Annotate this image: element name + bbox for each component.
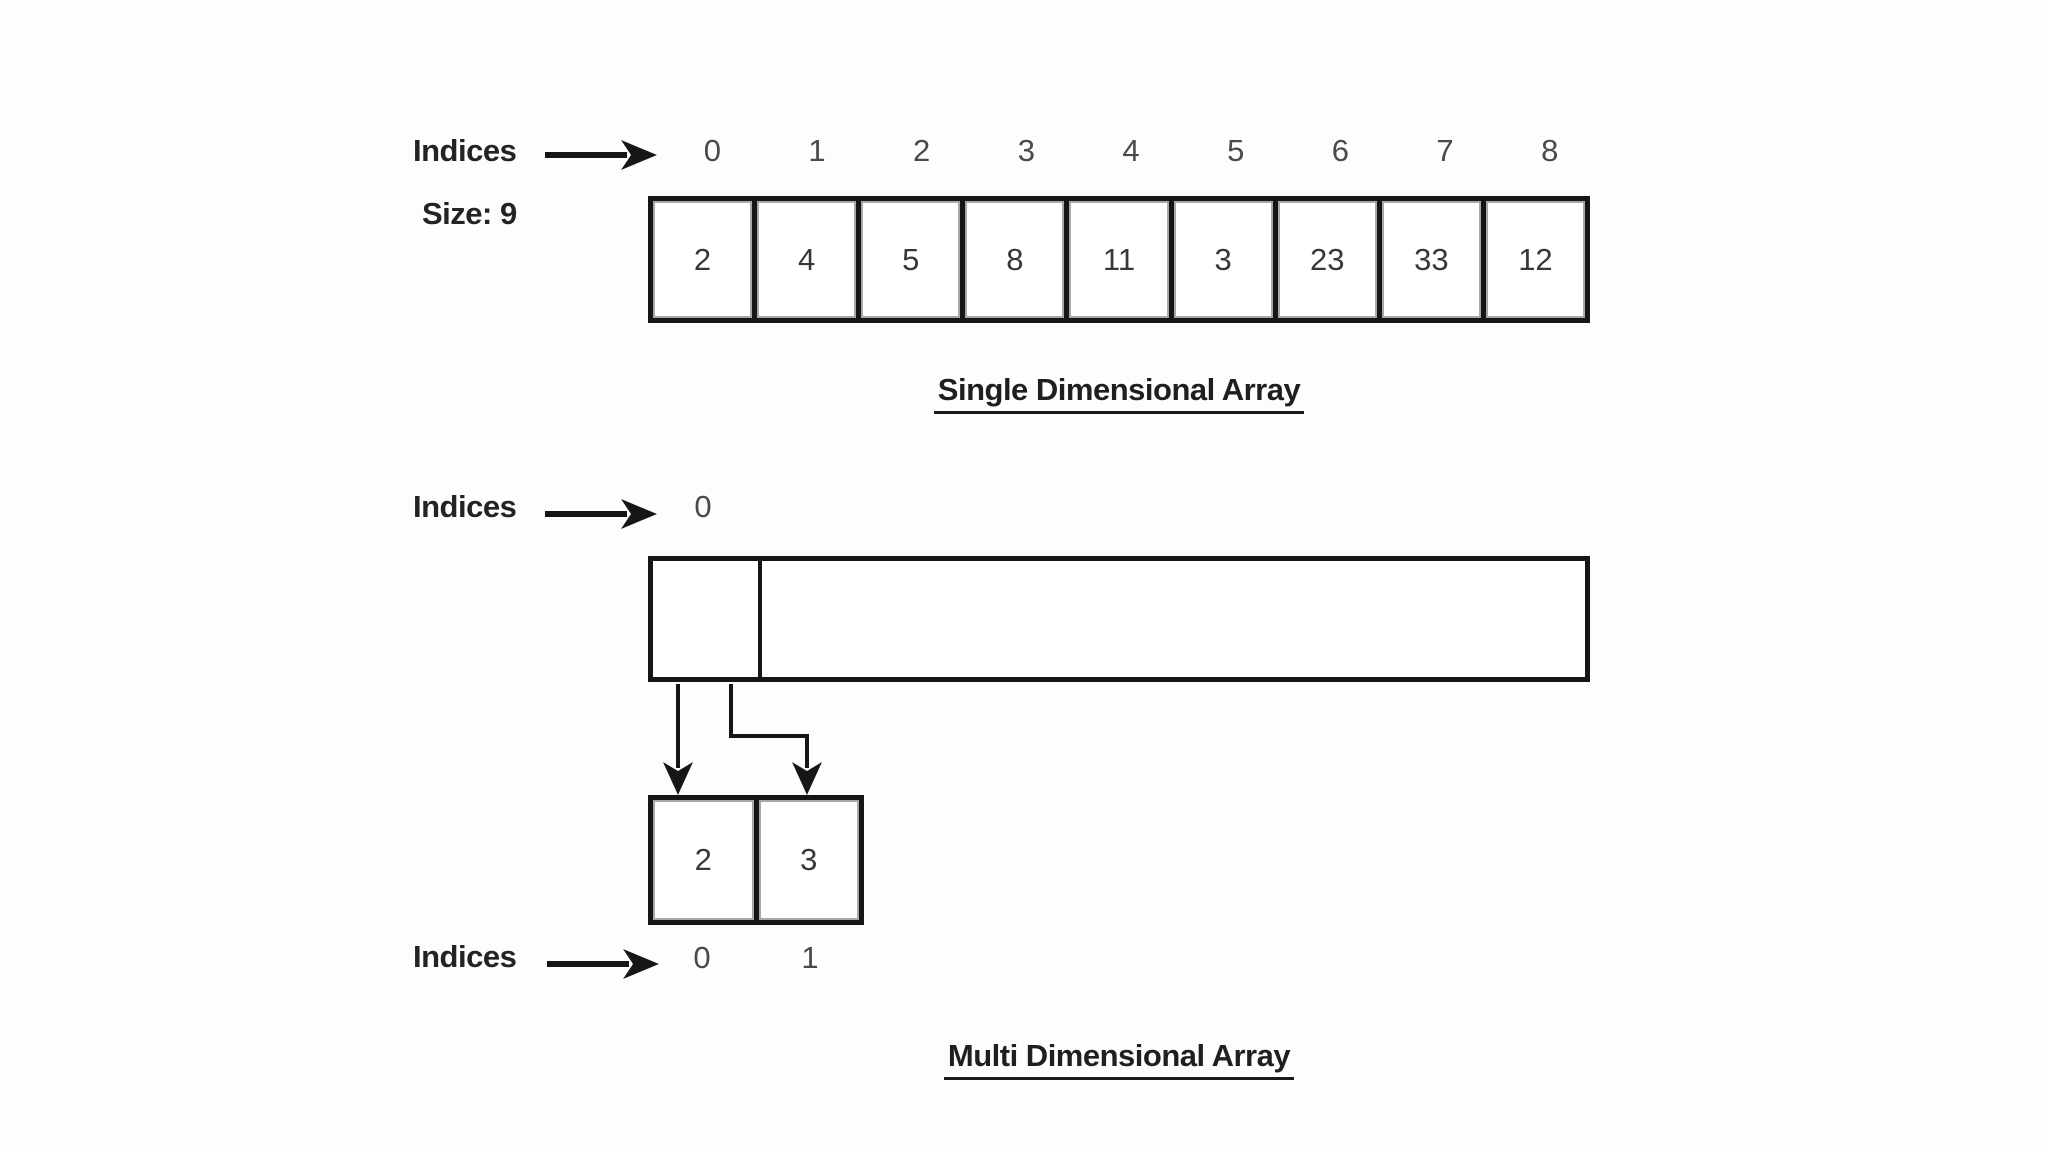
size-label: Size: 9 [422, 196, 517, 231]
cell-value: 3 [800, 842, 818, 877]
multi-indices-label-bottom: Indices [413, 939, 517, 974]
single-array-box: 2 4 5 8 11 3 23 33 12 [648, 196, 1590, 323]
multi-indices-label-top: Indices [413, 489, 517, 524]
caption-text: Single Dimensional Array [933, 372, 1305, 414]
array-cell: 3 [758, 800, 859, 920]
index-label: 4 [1122, 133, 1140, 168]
right-arrow-icon [547, 949, 659, 979]
outer-array-box [648, 556, 1590, 682]
cell-value: 2 [694, 842, 712, 877]
array-cell: 23 [1277, 201, 1382, 318]
single-array-index-row: 0 1 2 3 4 5 6 7 8 [660, 133, 1602, 169]
inner-array-box: 2 3 [648, 795, 864, 925]
array-cell: 3 [1173, 201, 1278, 318]
index-label: 7 [1436, 133, 1454, 168]
index-label: 8 [1541, 133, 1559, 168]
outer-array-index-label: 0 [694, 489, 712, 524]
inner-array-index-row: 0 1 [648, 940, 864, 976]
cell-value: 12 [1518, 241, 1553, 277]
index-label: 0 [693, 940, 711, 975]
right-arrow-icon [545, 140, 657, 170]
array-cell: 5 [861, 201, 966, 318]
index-label: 0 [703, 133, 721, 168]
index-label: 5 [1227, 133, 1245, 168]
right-arrow-icon [545, 499, 657, 529]
down-arrow-elbow-icon [663, 684, 822, 795]
index-label: 1 [808, 133, 826, 168]
multi-array-caption: Multi Dimensional Array [648, 1038, 1590, 1080]
cell-value: 11 [1102, 241, 1136, 277]
array-cell: 12 [1485, 201, 1585, 318]
index-label: 2 [913, 133, 931, 168]
index-label: 1 [801, 940, 819, 975]
index-label: 6 [1331, 133, 1349, 168]
single-array-caption: Single Dimensional Array [648, 372, 1590, 414]
array-cell: 4 [757, 201, 862, 318]
single-indices-label: Indices [413, 133, 517, 168]
cell-value: 2 [693, 241, 712, 277]
cell-value: 33 [1414, 241, 1449, 277]
cell-value: 5 [902, 241, 920, 277]
cell-value: 3 [1214, 241, 1232, 277]
array-cell: 33 [1381, 201, 1486, 318]
index-label: 3 [1017, 133, 1035, 168]
caption-text: Multi Dimensional Array [943, 1038, 1295, 1080]
array-cell: 2 [653, 201, 758, 318]
cell-value: 4 [798, 241, 816, 277]
array-cell: 2 [653, 800, 759, 920]
outer-cell-divider [758, 561, 762, 677]
cell-value: 23 [1309, 241, 1345, 277]
cell-value: 8 [1006, 241, 1024, 277]
array-cell: 8 [965, 201, 1070, 318]
array-cell: 11 [1069, 201, 1174, 318]
